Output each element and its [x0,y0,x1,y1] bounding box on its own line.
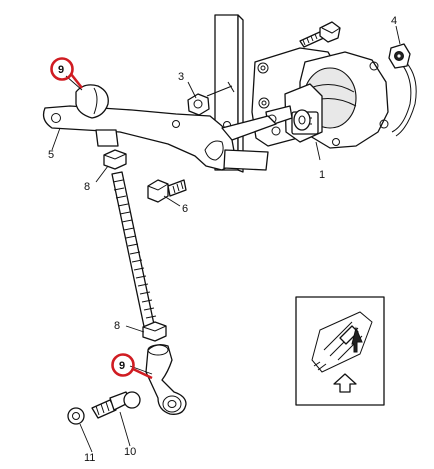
highlight-rings [50,57,153,380]
callout-labels: 1 3 4 5 6 8 8 9 9 10 11 [48,15,397,464]
wiring-connector [388,43,417,137]
callout-9-upper: 9 [58,64,64,76]
lower-nut [142,321,167,342]
callout-8-upper: 8 [84,181,90,193]
lower-ball-joint [145,344,187,415]
leveling-actuator-motor [251,47,389,149]
callout-4: 4 [391,15,397,27]
callout-3: 3 [178,71,184,83]
orientation-inset [295,296,385,406]
upper-ball-joint [75,84,119,147]
ball-stud [91,391,141,419]
callout-1: 1 [319,169,325,181]
callout-6: 6 [182,203,188,215]
up-arrow-icon [333,373,357,393]
callout-8-lower: 8 [114,320,120,332]
washer [67,407,85,425]
upper-nut [103,149,127,170]
callout-10: 10 [124,446,136,458]
mounting-screw [299,21,341,48]
callout-9-lower: 9 [119,360,125,372]
bolt-part-6 [147,179,187,203]
lever-arm [42,105,277,171]
nut-part-3 [187,85,233,116]
callout-11: 11 [84,452,95,464]
highlight-ring-upper-9 [50,57,74,81]
callout-5: 5 [48,149,54,161]
highlight-ring-lower-9 [111,353,135,377]
